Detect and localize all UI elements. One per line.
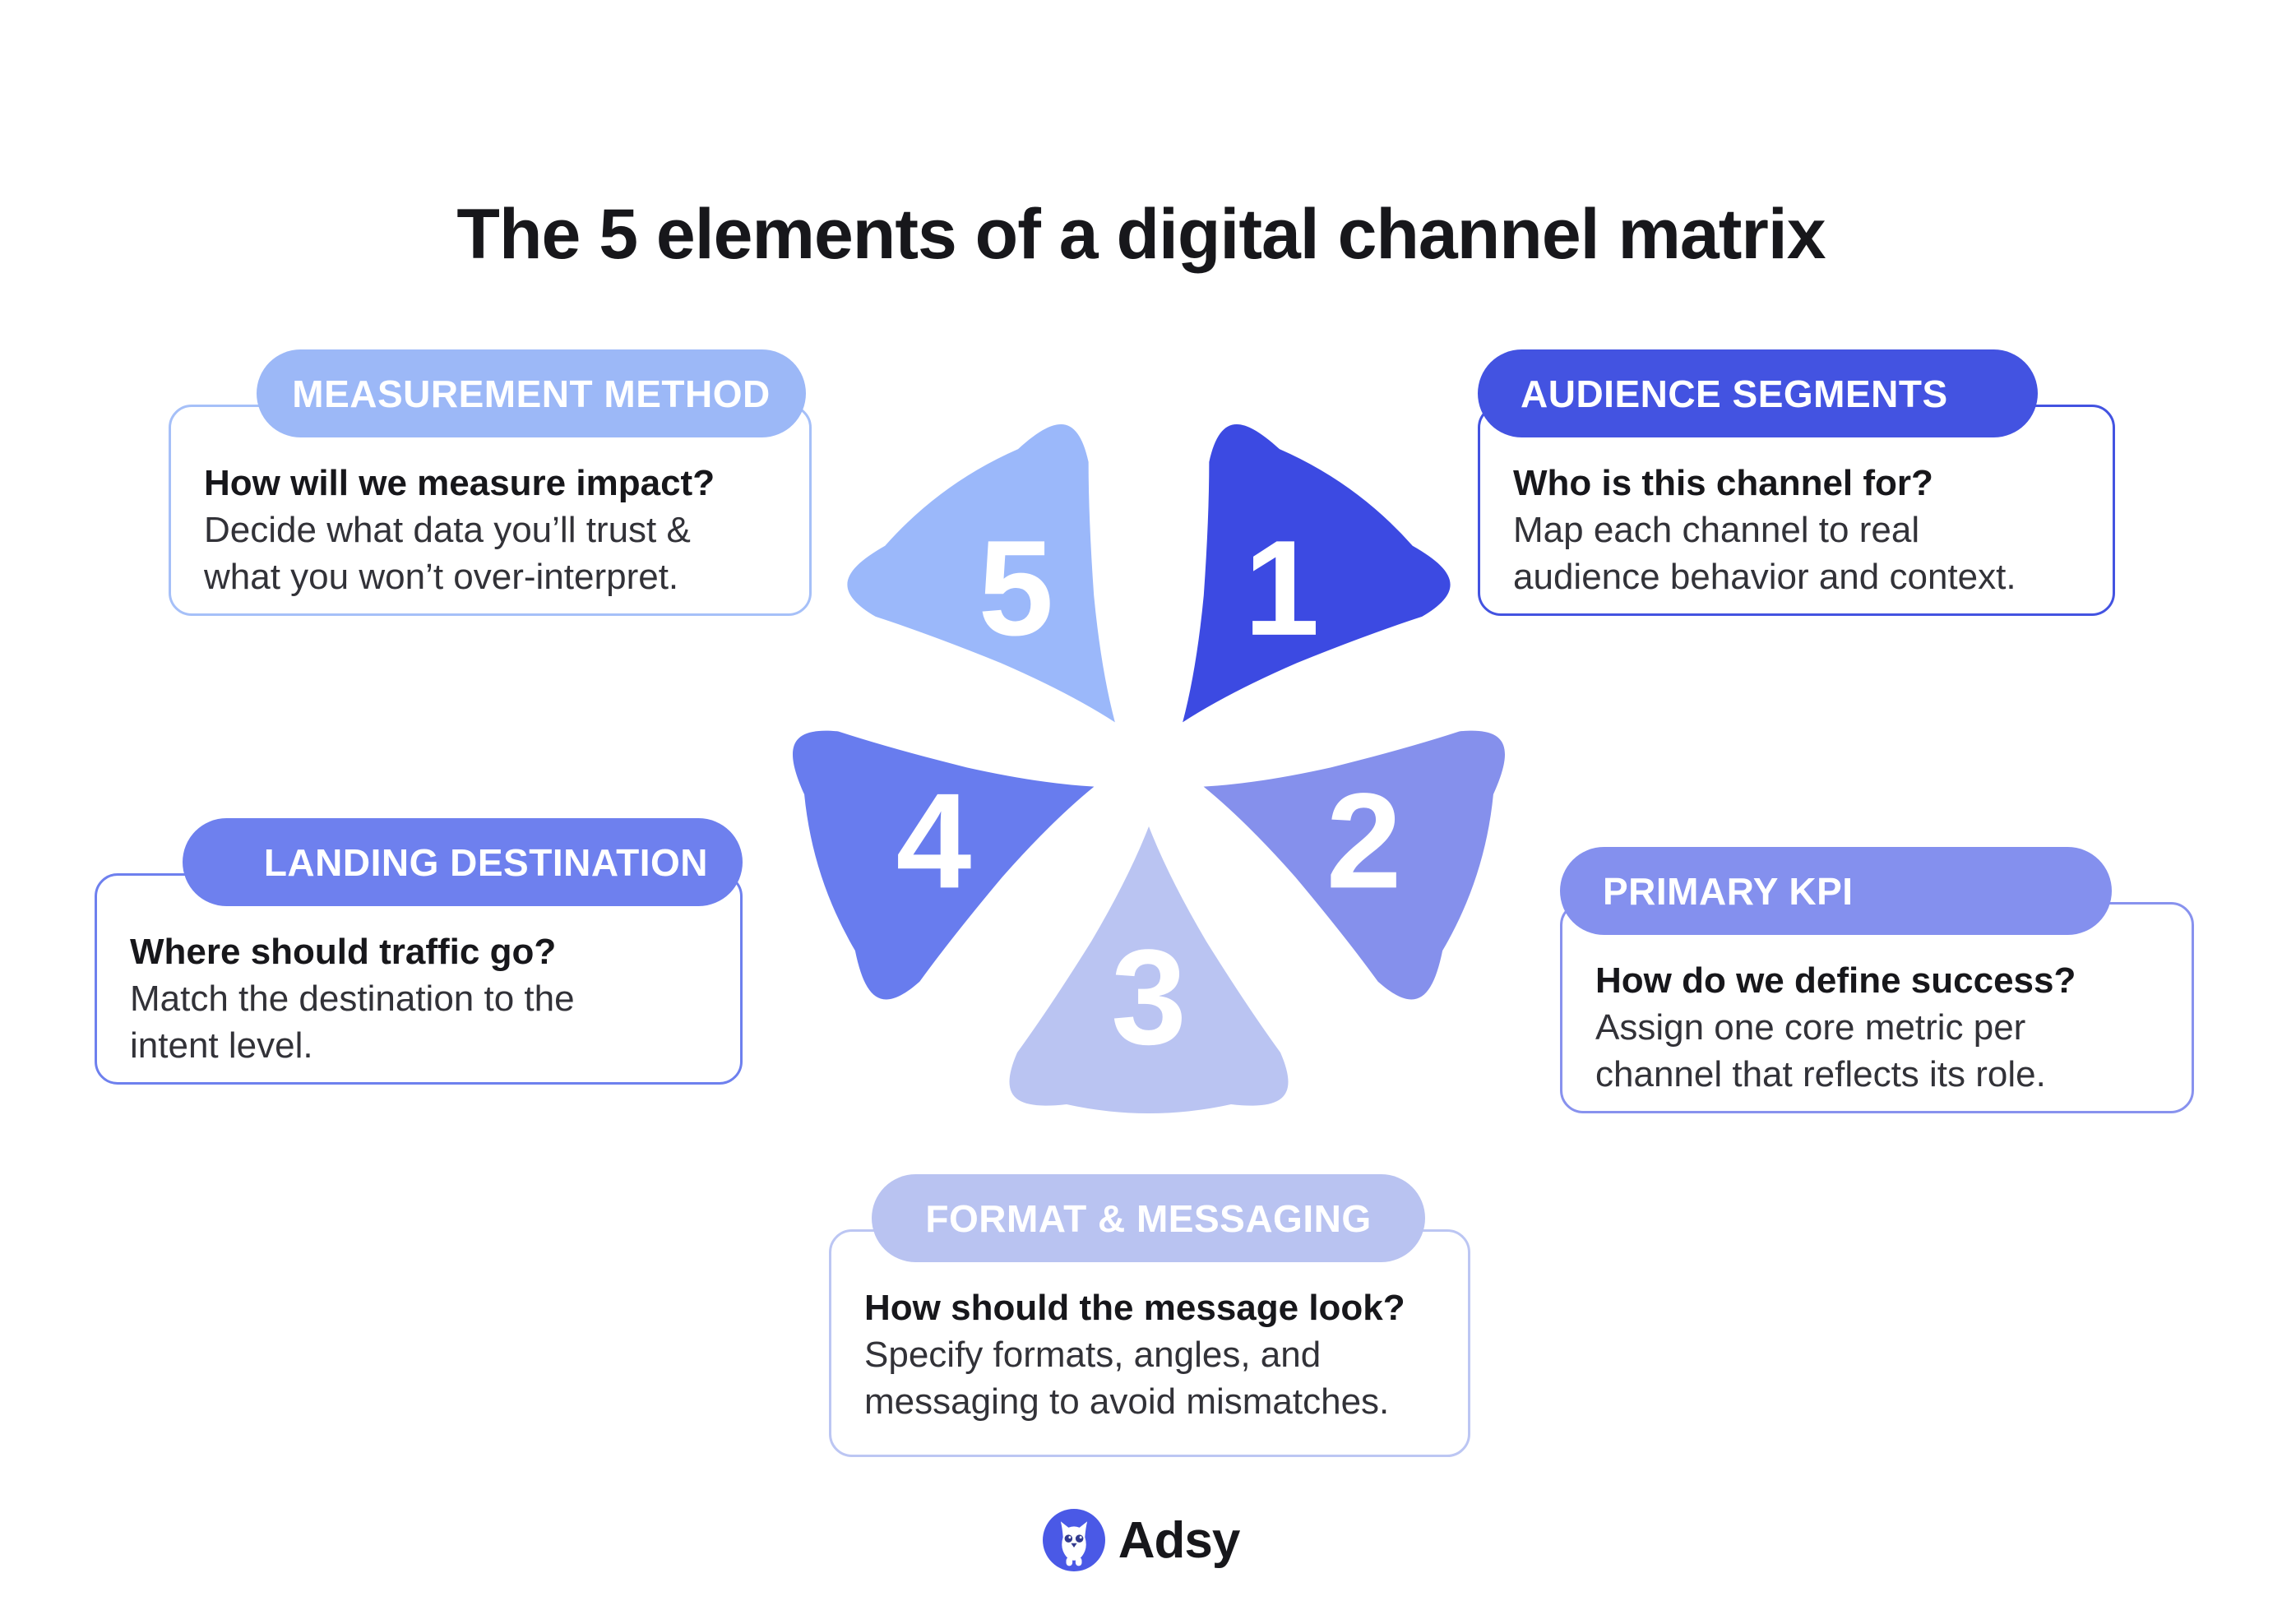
owl-foot-left bbox=[1066, 1557, 1072, 1566]
card-text-line: channel that reflects its role. bbox=[1595, 1054, 2046, 1094]
brand-name: Adsy bbox=[1118, 1511, 1241, 1569]
card-pill-label: PRIMARY KPI bbox=[1603, 869, 1854, 913]
petal-1 bbox=[1183, 424, 1451, 723]
card-heading: How will we measure impact? bbox=[204, 463, 715, 503]
owl-eye-glint-left bbox=[1068, 1536, 1071, 1539]
petal-number-5: 5 bbox=[978, 512, 1053, 664]
card-text-line: Match the destination to the bbox=[130, 979, 575, 1019]
card-text-line: Map each channel to real bbox=[1513, 510, 1920, 550]
card-text-line: audience behavior and context. bbox=[1513, 557, 2016, 597]
petal-4 bbox=[793, 730, 1095, 1000]
card-heading: Where should traffic go? bbox=[130, 932, 557, 972]
card-body-landing-destination: Where should traffic go? Match the desti… bbox=[95, 873, 743, 1085]
card-heading: How do we define success? bbox=[1595, 960, 2076, 1001]
owl-eye-glint-right bbox=[1079, 1536, 1082, 1539]
card-pill-label: AUDIENCE SEGMENTS bbox=[1521, 372, 1948, 415]
card-heading: How should the message look? bbox=[864, 1288, 1405, 1328]
card-pill-label: MEASUREMENT METHOD bbox=[292, 372, 771, 415]
owl-eye-left bbox=[1064, 1534, 1072, 1543]
petal-5 bbox=[847, 424, 1115, 723]
card-pill-landing-destination: LANDING DESTINATION bbox=[183, 818, 743, 906]
card-body-format-messaging: How should the message look? Specify for… bbox=[829, 1229, 1470, 1457]
card-text-line: what you won’t over-interpret. bbox=[204, 557, 679, 597]
owl-foot-right bbox=[1075, 1557, 1082, 1566]
card-heading: Who is this channel for? bbox=[1513, 463, 1933, 503]
owl-beak bbox=[1071, 1543, 1077, 1548]
card-pill-format-messaging: FORMAT & MESSAGING bbox=[872, 1174, 1425, 1262]
card-text-line: Assign one core metric per bbox=[1595, 1007, 2026, 1048]
card-body-primary-kpi: How do we define success? Assign one cor… bbox=[1560, 902, 2194, 1113]
brand-footer: Adsy bbox=[0, 1508, 2282, 1572]
card-pill-label: LANDING DESTINATION bbox=[263, 840, 708, 884]
card-body-audience-segments: Who is this channel for? Map each channe… bbox=[1478, 405, 2115, 616]
card-pill-label: FORMAT & MESSAGING bbox=[925, 1196, 1372, 1240]
petal-number-1: 1 bbox=[1244, 512, 1320, 664]
card-text-line: Specify formats, angles, and bbox=[864, 1335, 1322, 1375]
petal-3 bbox=[1009, 826, 1289, 1113]
card-text-line: Decide what data you’ll trust & bbox=[204, 510, 691, 550]
adsy-owl-logo-icon bbox=[1042, 1509, 1105, 1571]
petal-flower-diagram: 1 2 3 4 5 bbox=[793, 424, 1505, 1113]
owl-body bbox=[1060, 1521, 1087, 1561]
petal-2 bbox=[1203, 730, 1505, 1000]
card-body-measurement-method: How will we measure impact? Decide what … bbox=[169, 405, 812, 616]
card-pill-audience-segments: AUDIENCE SEGMENTS bbox=[1478, 349, 2038, 437]
card-text-line: intent level. bbox=[130, 1025, 313, 1066]
page-title: The 5 elements of a digital channel matr… bbox=[456, 194, 1826, 274]
card-pill-measurement-method: MEASUREMENT METHOD bbox=[257, 349, 806, 437]
card-pill-primary-kpi: PRIMARY KPI bbox=[1560, 847, 2112, 935]
petal-number-2: 2 bbox=[1326, 765, 1402, 916]
card-text-line: messaging to avoid mismatches. bbox=[864, 1381, 1390, 1422]
petal-number-4: 4 bbox=[896, 765, 972, 916]
petal-number-3: 3 bbox=[1111, 921, 1187, 1072]
owl-eye-right bbox=[1075, 1534, 1084, 1543]
